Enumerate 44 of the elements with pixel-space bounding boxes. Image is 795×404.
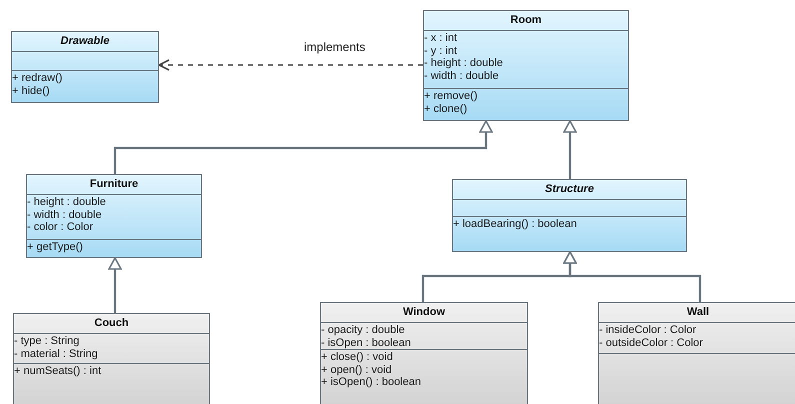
class-name: Wall	[686, 306, 710, 318]
class-name: Couch	[94, 316, 129, 330]
class-box	[320, 302, 528, 404]
edge-label: implements	[302, 40, 368, 54]
class-name: Room	[510, 14, 542, 26]
method-text: + isOpen() : boolean	[321, 376, 421, 388]
method-text: + redraw()	[12, 72, 62, 84]
realization-arrow	[158, 59, 423, 71]
class-name: Structure	[545, 182, 594, 196]
inheritance-arrow	[114, 120, 493, 174]
attribute-text: - height : double	[27, 196, 106, 208]
attribute-text: - width : double	[27, 208, 102, 221]
class-box	[452, 179, 687, 252]
class-box	[26, 174, 202, 258]
class-name: Furniture	[90, 178, 138, 190]
attribute-text: - color : Color	[27, 221, 94, 234]
attribute-text: - type : String	[14, 335, 80, 348]
attribute-compartment	[321, 322, 527, 349]
method-text: + remove()	[424, 90, 478, 102]
attribute-text: - opacity : double	[321, 324, 405, 336]
attribute-text: - height : double	[424, 57, 503, 70]
attribute-text: - x : int	[424, 32, 458, 44]
inheritance-arrow	[563, 120, 577, 179]
attribute-text: - y : int	[424, 44, 458, 57]
inheritance-arrow	[563, 251, 702, 302]
method-text: + open() : void	[321, 364, 392, 376]
attribute-text: - width : double	[424, 70, 499, 82]
attribute-text: - insideColor : Color	[599, 324, 696, 336]
attribute-text: - material : String	[14, 348, 98, 360]
inheritance-arrow	[108, 257, 122, 313]
method-text: + hide()	[12, 84, 50, 97]
attribute-text: - outsideColor : Color	[599, 336, 703, 349]
method-text: + loadBearing() : boolean	[453, 218, 577, 230]
method-text: + numSeats() : int	[14, 365, 102, 378]
class-box	[13, 313, 210, 404]
class-box	[11, 31, 159, 103]
method-text: + clone()	[424, 102, 468, 115]
class-box	[423, 10, 629, 121]
class-name: Drawable	[60, 34, 110, 48]
method-text: + close() : void	[321, 351, 393, 364]
class-box	[598, 302, 795, 404]
attribute-text: - isOpen : boolean	[321, 336, 411, 349]
class-name: Window	[402, 306, 446, 318]
method-text: + getType()	[27, 241, 83, 254]
